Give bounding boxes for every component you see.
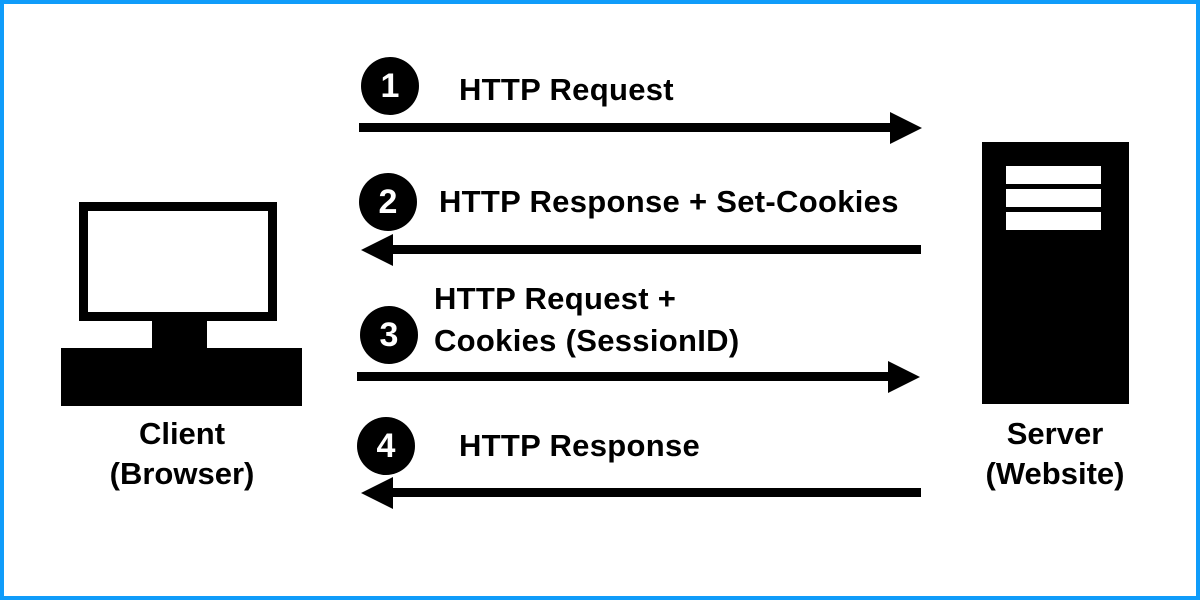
message-label-line: Cookies (SessionID) <box>434 323 740 358</box>
message-label-line: HTTP Request <box>459 72 674 107</box>
step-badge-2: 2 <box>359 173 417 231</box>
step-number: 1 <box>380 66 400 105</box>
server-slot-icon <box>1006 212 1101 230</box>
arrow-head <box>890 112 922 144</box>
message-label-3: HTTP Request + Cookies (SessionID) <box>434 278 739 362</box>
arrow-shaft <box>390 488 921 497</box>
monitor-stand-icon <box>152 319 207 349</box>
arrow-head <box>361 477 393 509</box>
arrow-left-icon <box>361 477 921 509</box>
step-badge-3: 3 <box>360 306 418 364</box>
step-number: 3 <box>379 315 399 354</box>
server-label: Server (Website) <box>935 414 1175 494</box>
client-qualifier: (Browser) <box>109 456 255 491</box>
message-label-line: HTTP Request + <box>434 281 677 316</box>
message-label-line: HTTP Response + Set-Cookies <box>439 184 899 219</box>
monitor-screen-icon <box>79 202 277 321</box>
arrow-left-icon <box>361 234 921 266</box>
server-slot-icon <box>1006 189 1101 207</box>
step-badge-4: 4 <box>357 417 415 475</box>
monitor-base-icon <box>61 348 302 406</box>
arrow-right-icon <box>359 112 922 144</box>
arrow-shaft <box>359 123 893 132</box>
arrow-shaft <box>357 372 891 381</box>
server-qualifier: (Website) <box>985 456 1125 491</box>
message-label-line: HTTP Response <box>459 428 701 463</box>
step-number: 4 <box>376 426 396 465</box>
arrow-head <box>361 234 393 266</box>
arrow-right-icon <box>357 361 920 393</box>
message-label-1: HTTP Request <box>459 69 674 111</box>
server-name: Server <box>1006 416 1104 451</box>
client-name: Client <box>138 416 226 451</box>
message-label-2: HTTP Response + Set-Cookies <box>439 181 899 223</box>
arrow-shaft <box>390 245 921 254</box>
arrow-head <box>888 361 920 393</box>
message-label-4: HTTP Response <box>459 425 700 467</box>
step-badge-1: 1 <box>361 57 419 115</box>
server-tower-icon <box>982 142 1129 404</box>
step-number: 2 <box>378 182 398 221</box>
server-slot-icon <box>1006 166 1101 184</box>
client-label: Client (Browser) <box>62 414 302 494</box>
